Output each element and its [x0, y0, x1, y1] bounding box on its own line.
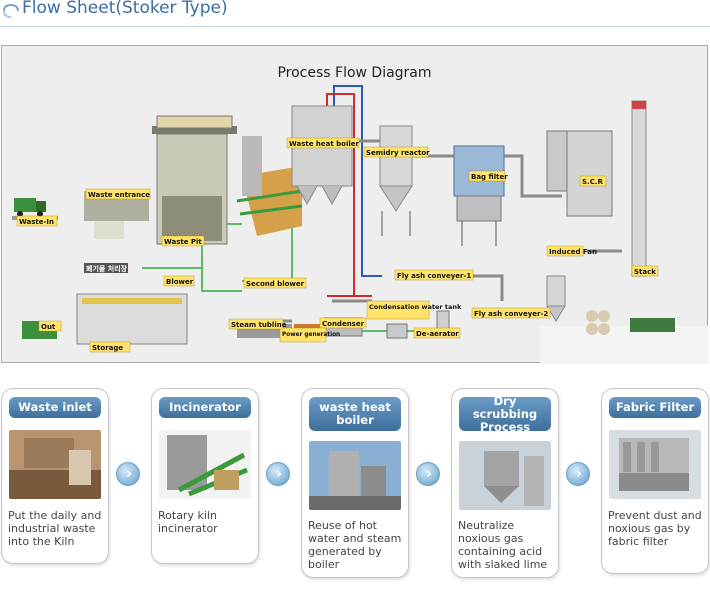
step-title: Fabric Filter	[609, 397, 701, 418]
label-waste-heat-boiler: Waste heat boiler	[289, 140, 359, 148]
step-card-waste-inlet: Waste inlet Put the daily and industrial…	[1, 388, 109, 564]
fly-ash-silo	[540, 275, 709, 364]
label-fly-ash-conveyer-1: Fly ash conveyer-1	[397, 272, 471, 280]
step-title: waste heat boiler	[309, 397, 401, 431]
label-waste-in: Waste-In	[19, 218, 54, 226]
label-condenser: Condenser	[322, 320, 365, 328]
fabric-filter-photo	[609, 430, 701, 499]
step-card-dry-scrubbing: Dry scrubbing Process Neutralize noxious…	[451, 388, 559, 578]
step-title: Waste inlet	[9, 397, 101, 418]
incinerator	[236, 136, 303, 236]
step-title: Incinerator	[159, 397, 251, 418]
label-semidry-reactor: Semidry reactor	[366, 149, 430, 157]
label-korean-sign: 폐기물 처리장	[86, 264, 128, 273]
process-steps: Waste inlet Put the daily and industrial…	[0, 388, 710, 588]
stack	[631, 100, 647, 277]
dry-scrubbing-photo	[459, 441, 551, 510]
process-flow-diagram: Waste-In Waste entrance Waste Pit 폐기물 처리…	[1, 45, 709, 364]
page-title: Flow Sheet(Stoker Type)	[22, 0, 228, 18]
label-waste-entrance: Waste entrance	[88, 191, 150, 199]
flow-diagram-graphic: Waste-In Waste entrance Waste Pit 폐기물 처리…	[12, 85, 709, 364]
step-description: Prevent dust and noxious gas by fabric f…	[608, 509, 702, 548]
page-header: Flow Sheet(Stoker Type)	[0, 0, 710, 27]
next-arrow-icon[interactable]: ›	[566, 462, 590, 486]
next-arrow-icon[interactable]: ›	[416, 462, 440, 486]
waste-inlet-photo	[9, 430, 101, 499]
waste-heat-boiler-photo	[309, 441, 401, 510]
step-description: Rotary kiln incinerator	[158, 509, 218, 535]
waste-pit-building	[84, 115, 237, 245]
diagram-title: Process Flow Diagram	[277, 65, 432, 81]
red-pipe	[326, 93, 372, 297]
header-divider	[0, 26, 710, 27]
label-scr: S.C.R	[582, 178, 603, 186]
semidry-reactor	[379, 125, 413, 236]
next-arrow-icon[interactable]: ›	[116, 462, 140, 486]
label-out: Out	[41, 323, 56, 331]
label-blower: Blower	[166, 278, 194, 286]
label-bag-filter: Bag filter	[471, 173, 508, 181]
label-de-aerator: De-aerator	[416, 330, 459, 338]
label-second-blower: Second blower	[246, 280, 305, 288]
label-stack: Stack	[634, 268, 656, 276]
label-steam-turbine: Steam tubline	[231, 321, 287, 329]
step-card-waste-heat-boiler: waste heat boiler Reuse of hot water and…	[301, 388, 409, 578]
blue-pipe	[333, 85, 382, 277]
label-fly-ash-conveyer-2: Fly ash conveyer-2	[474, 310, 548, 318]
step-card-incinerator: Incinerator Rotary kiln incinerator	[151, 388, 259, 564]
label-power-generation: Power generation	[282, 332, 340, 338]
next-arrow-icon[interactable]: ›	[266, 462, 290, 486]
diagram-labels: Waste-In Waste entrance Waste Pit 폐기물 처리…	[16, 137, 659, 353]
label-storage: Storage	[92, 344, 123, 352]
incinerator-photo	[159, 430, 251, 499]
step-description: Reuse of hot water and steam generated b…	[308, 519, 402, 571]
page-bullet-icon	[3, 3, 19, 18]
step-description: Put the daily and industrial waste into …	[8, 509, 102, 548]
step-title: Dry scrubbing Process	[459, 394, 551, 433]
label-condensation-tank: Condensation water tank	[369, 303, 462, 311]
label-induced-fan: Induced Fan	[549, 248, 597, 256]
label-waste-pit: Waste Pit	[164, 238, 202, 246]
step-card-fabric-filter: Fabric Filter Prevent dust and noxious g…	[601, 388, 709, 574]
bag-filter	[453, 145, 505, 246]
waste-heat-boiler	[291, 105, 353, 206]
step-description: Neutralize noxious gas containing acid w…	[458, 519, 548, 571]
scr-unit	[546, 130, 613, 217]
